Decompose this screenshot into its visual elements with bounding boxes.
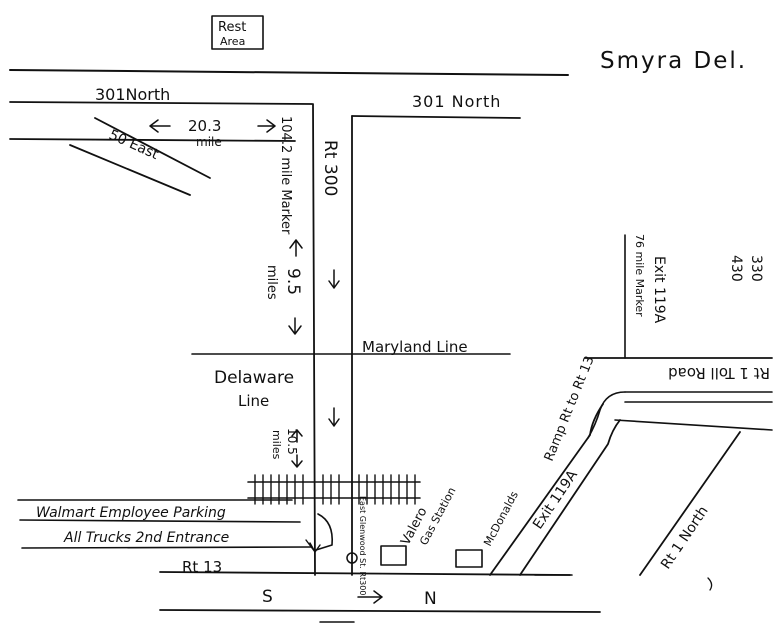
rt50-east-road-top: [94, 117, 211, 179]
rt300-label: Rt 300: [320, 140, 340, 196]
stray-mark: [707, 577, 713, 591]
rt50-east-road-bottom: [69, 144, 191, 196]
rt13-label: Rt 13: [182, 558, 222, 576]
mcdonalds-building: [455, 549, 483, 568]
corner-number-1: 330: [748, 255, 764, 282]
direction-s: S: [262, 587, 273, 607]
map-title: Smyra Del.: [600, 48, 747, 74]
rt50-east-label: 50 East: [106, 127, 161, 163]
railroad-tracks: [247, 474, 421, 505]
arrow-up-icon: [289, 239, 303, 257]
main-road-left-edge: [312, 103, 316, 576]
east-glenwood-label: East Glenwood St. Rt300: [358, 496, 367, 595]
rt1-road-inner-edge: [614, 419, 773, 431]
mile-marker-76: 76 mile Marker: [633, 234, 646, 317]
us301-north-right-road: [351, 115, 521, 119]
rest-area-label-line2: Area: [220, 35, 245, 48]
arrow-left-icon: [149, 119, 171, 133]
arrow-right-icon: [357, 590, 383, 604]
distance-2-value: 9.5: [283, 268, 303, 295]
trucks-entrance-label: All Trucks 2nd Entrance: [63, 530, 229, 546]
trucks-road: [21, 546, 313, 549]
rt13-south-edge: [159, 609, 601, 613]
arrow-down-icon: [291, 454, 303, 468]
corner-number-2: 430: [728, 255, 744, 282]
arrow-down-icon: [328, 269, 340, 289]
maryland-line-label: Maryland Line: [362, 338, 468, 356]
us301-north-right-label: 301 North: [412, 92, 501, 111]
ramp-curve: [587, 391, 626, 439]
traffic-light-icon: [346, 552, 358, 564]
road-left-to-junction: [9, 138, 296, 142]
mile-marker-104-2: 104.2 mile Marker: [278, 116, 293, 235]
direction-n: N: [424, 589, 437, 609]
delaware-line-label-1: Delaware: [214, 368, 294, 388]
exit-119a-marker-label: Exit 119A: [651, 256, 667, 324]
entrance-turn-curve: [315, 513, 334, 551]
arrow-down-left-icon: [305, 539, 321, 553]
ramp-outer-edge: [489, 403, 604, 576]
distance-1-unit: mile: [196, 135, 222, 149]
rest-area-label-line1: Rest: [218, 20, 246, 35]
arrow-down-icon: [328, 407, 340, 427]
walmart-road-bottom: [19, 519, 301, 523]
arrow-up-icon: [291, 429, 303, 443]
rest-area-box: [211, 15, 264, 50]
distance-2-unit: miles: [264, 265, 279, 300]
us301-north-left-road: [9, 101, 313, 105]
walmart-parking-label: Walmart Employee Parking: [36, 505, 226, 521]
distance-3-value: 10.5: [285, 428, 299, 455]
top-road-line: [9, 69, 569, 76]
distance-3-unit: miles: [270, 430, 283, 460]
ramp-label: Ramp Rt to Rt 13: [542, 354, 598, 463]
delaware-line-label-2: Line: [238, 392, 269, 410]
arrow-right-icon: [257, 119, 276, 133]
distance-1-value: 20.3: [188, 117, 221, 135]
rt1-north-edge: [639, 431, 741, 576]
exit-119a-ramp-edge: [519, 419, 621, 576]
valero-building: [380, 545, 407, 566]
us301-north-left-label: 301North: [95, 85, 170, 104]
arrow-down-icon: [288, 317, 302, 335]
rt1-toll-road-label: Rt 1 Toll Road: [668, 364, 770, 382]
rt13-north-edge: [159, 571, 571, 576]
